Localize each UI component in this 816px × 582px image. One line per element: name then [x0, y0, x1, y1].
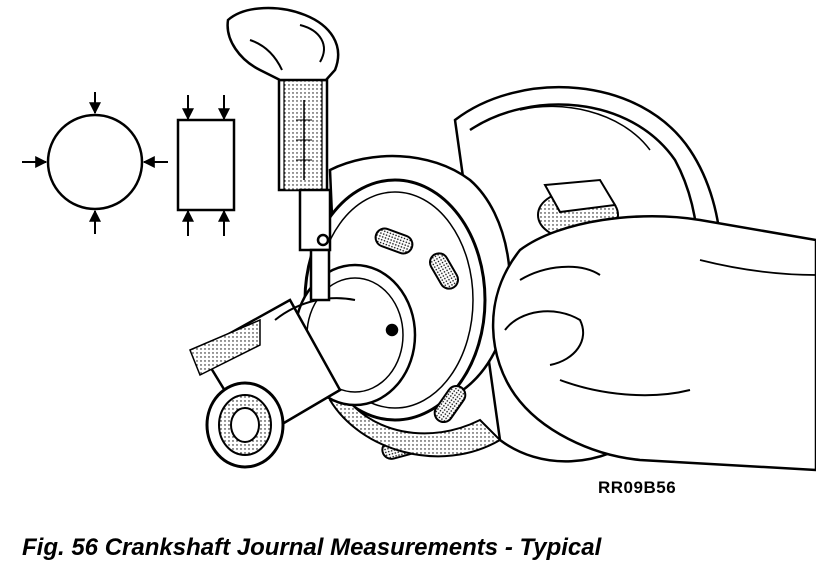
crankshaft-illustration [22, 6, 816, 472]
taper-journal-diagram [176, 95, 236, 236]
micrometer-icon [277, 78, 332, 302]
hands-drawing [226, 6, 816, 472]
round-journal-diagram [22, 92, 168, 234]
reference-code: RR09B56 [598, 478, 677, 497]
figure-caption: Fig. 56 Crankshaft Journal Measurements … [22, 534, 602, 561]
